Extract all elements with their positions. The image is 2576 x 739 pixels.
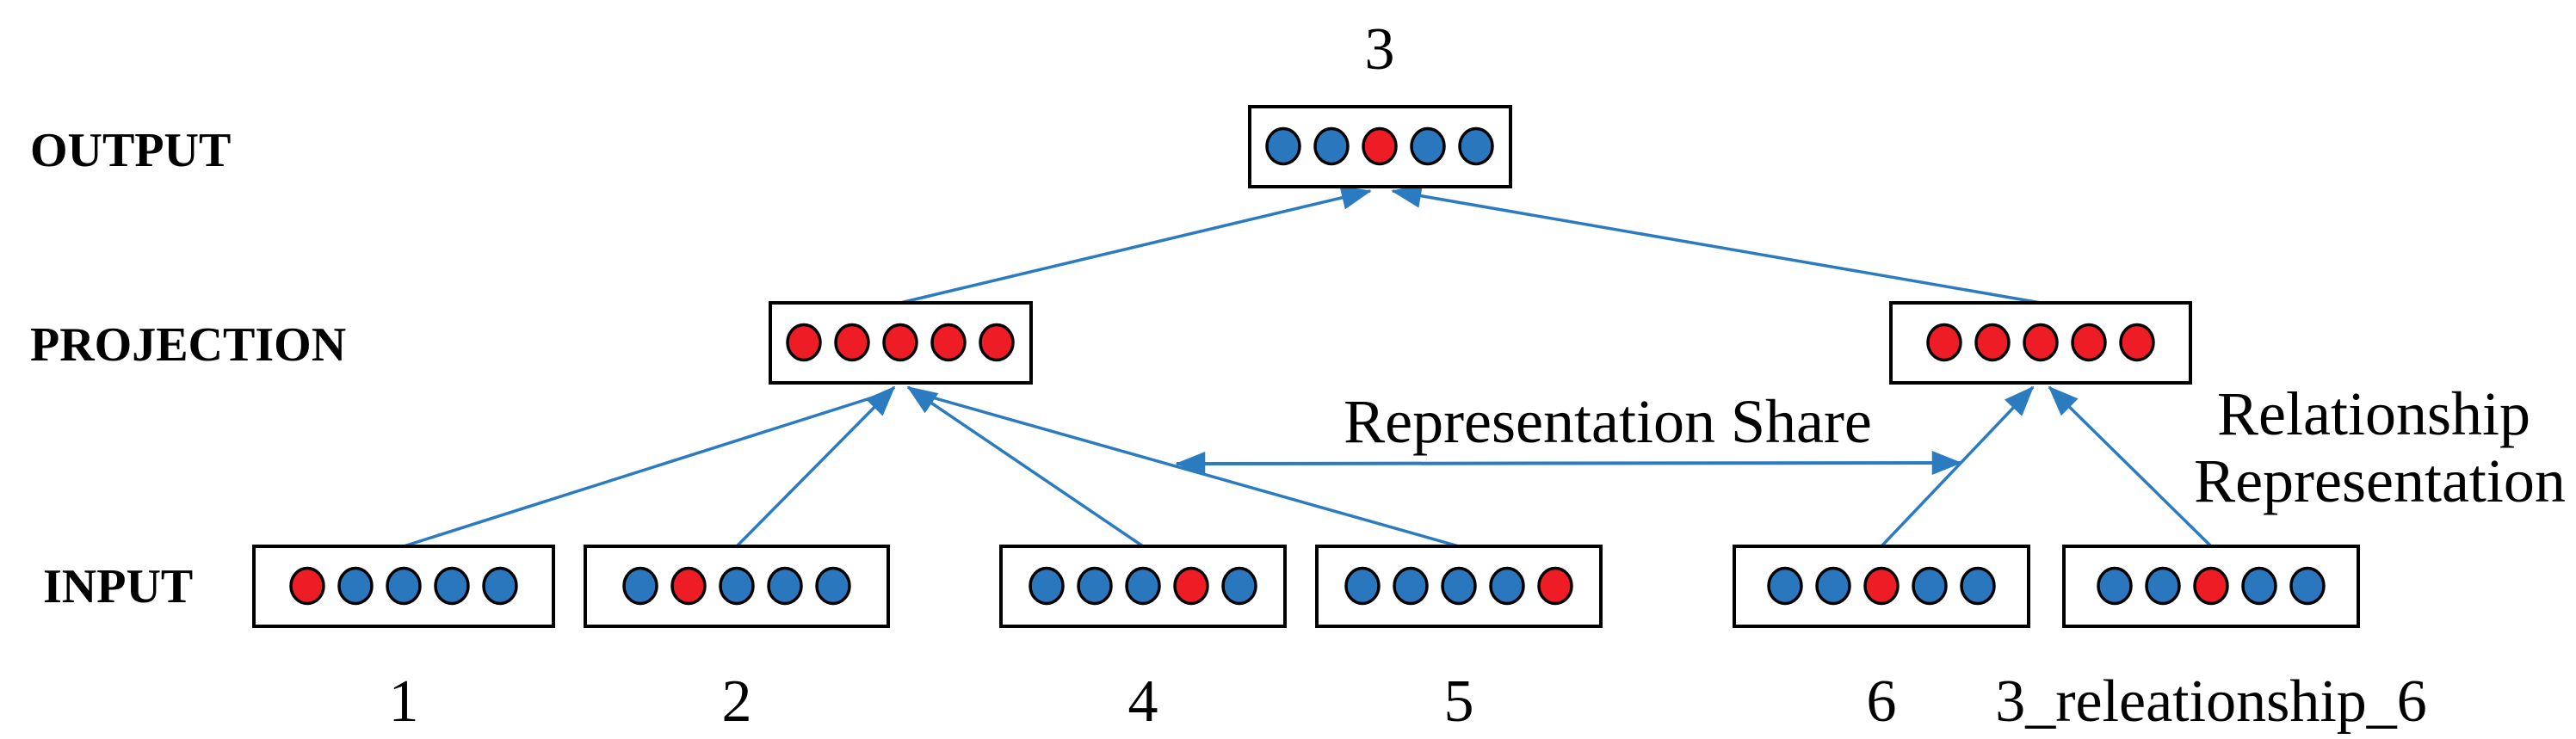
node-circle-red: [882, 323, 918, 362]
input-label-4: 4: [1128, 668, 1158, 735]
node-circle-blue: [1265, 126, 1301, 166]
node-circle-red: [1362, 126, 1398, 166]
node-circle-blue: [386, 566, 422, 606]
node-circle-blue: [1029, 566, 1065, 606]
input-box-relationship-nodes: [2097, 566, 2326, 606]
input-label-1: 1: [389, 668, 419, 735]
node-circle-blue: [434, 566, 470, 606]
input-box-5: [1315, 545, 1603, 628]
input-box-1-nodes: [289, 566, 518, 606]
input-box-2: [584, 545, 890, 628]
relationship-representation-label-line1: Relationship: [2217, 379, 2530, 448]
node-circle-blue: [2145, 566, 2181, 606]
node-circle-blue: [622, 566, 658, 606]
node-circle-red: [834, 323, 870, 362]
node-circle-red: [1173, 566, 1209, 606]
edge-right-projection-to-output: [1391, 183, 2042, 305]
input-box-2-nodes: [622, 566, 851, 606]
output-box-nodes: [1265, 126, 1494, 166]
input-box-6-nodes: [1767, 566, 1996, 606]
node-circle-red: [2119, 323, 2155, 362]
node-circle-blue: [2241, 566, 2277, 606]
edges-projection-to-output: [899, 183, 2042, 305]
node-circle-red: [670, 566, 707, 606]
node-circle-blue: [1344, 566, 1381, 606]
node-circle-red: [1537, 566, 1573, 606]
node-circle-blue: [1912, 566, 1948, 606]
input-box-6: [1733, 545, 2030, 628]
node-circle-blue: [719, 566, 755, 606]
edges-inputs-to-right-projection: [1880, 385, 2213, 548]
input-label-2: 2: [722, 668, 752, 735]
node-circle-blue: [1393, 566, 1429, 606]
projection-box-left: [769, 301, 1033, 385]
representation-share-label: Representation Share: [1344, 387, 1872, 456]
node-circle-blue: [815, 566, 851, 606]
input-box-4-nodes: [1029, 566, 1257, 606]
node-circle-red: [930, 323, 967, 362]
input-box-5-nodes: [1344, 566, 1573, 606]
node-circle-red: [2023, 323, 2059, 362]
node-circle-blue: [1815, 566, 1851, 606]
output-box-label: 3: [1365, 16, 1395, 83]
relationship-representation-label-line2: Representation: [2194, 446, 2566, 515]
projection-box-left-nodes: [786, 323, 1015, 362]
node-circle-red: [2193, 566, 2229, 606]
input-box-relationship: [2062, 545, 2360, 628]
edge-input-relationship-to-projection: [2048, 385, 2213, 548]
edge-input-6-to-projection: [1880, 385, 2035, 548]
node-circle-blue: [482, 566, 518, 606]
output-box: [1248, 105, 1512, 188]
layer-label-output: OUTPUT: [30, 124, 231, 177]
node-circle-blue: [1458, 126, 1494, 166]
node-circle-blue: [1960, 566, 1996, 606]
node-circle-red: [786, 323, 822, 362]
representation-share-arrow: [1175, 451, 1962, 476]
layer-label-projection: PROJECTION: [30, 318, 346, 372]
node-circle-blue: [1489, 566, 1525, 606]
projection-box-right-nodes: [1926, 323, 2155, 362]
projection-box-right: [1889, 301, 2192, 385]
node-circle-red: [1863, 566, 1900, 606]
edges-inputs-to-left-projection: [403, 385, 1460, 548]
edge-input-2-to-projection: [735, 385, 896, 548]
node-circle-blue: [1313, 126, 1350, 166]
edge-input-1-to-projection: [403, 391, 890, 548]
node-circle-red: [979, 323, 1015, 362]
node-circle-red: [289, 566, 325, 606]
input-label-6: 6: [1867, 668, 1897, 735]
node-circle-blue: [337, 566, 374, 606]
edge-input-4-to-projection: [906, 385, 1144, 548]
node-circle-blue: [2289, 566, 2326, 606]
node-circle-red: [1974, 323, 2011, 362]
node-circle-blue: [2097, 566, 2133, 606]
input-label-5: 5: [1444, 668, 1474, 735]
node-circle-red: [1926, 323, 1962, 362]
input-label-relationship: 3_releationship_6: [1995, 668, 2427, 735]
input-box-4: [999, 545, 1287, 628]
node-circle-blue: [1410, 126, 1446, 166]
layer-label-input: INPUT: [43, 560, 193, 613]
node-circle-blue: [1441, 566, 1477, 606]
node-circle-blue: [767, 566, 803, 606]
node-circle-blue: [1767, 566, 1803, 606]
input-box-1: [252, 545, 555, 628]
node-circle-blue: [1125, 566, 1161, 606]
edge-left-projection-to-output: [899, 186, 1372, 305]
node-circle-red: [2071, 323, 2107, 362]
node-circle-blue: [1077, 566, 1113, 606]
node-circle-blue: [1221, 566, 1257, 606]
